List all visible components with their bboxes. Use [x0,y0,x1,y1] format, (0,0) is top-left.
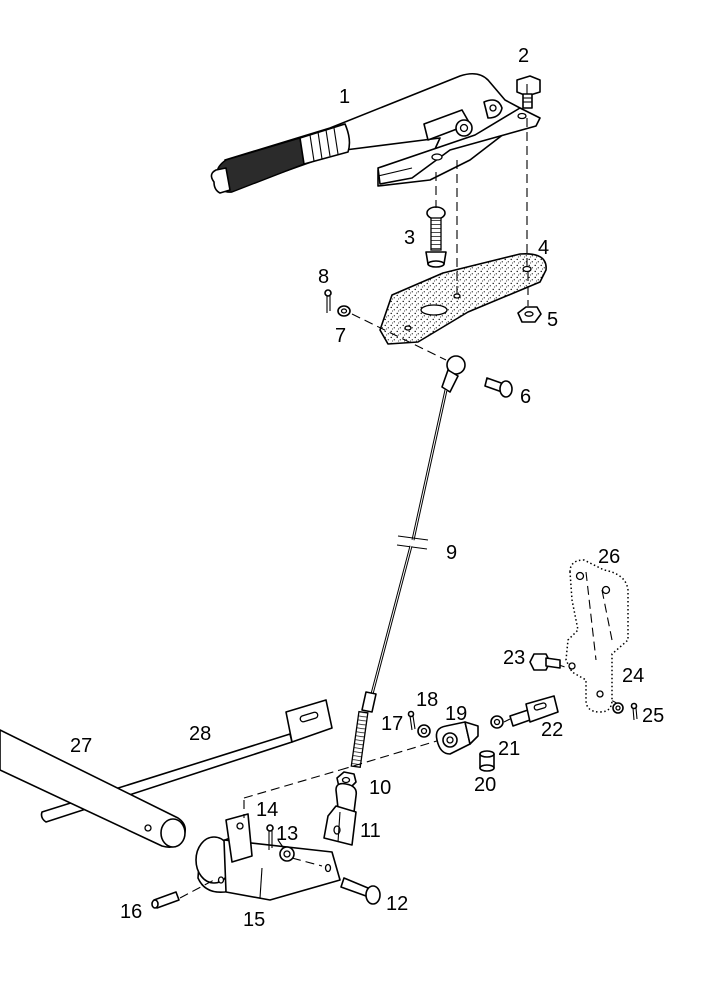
bracket-26 [565,559,629,713]
cotter-pin-8 [324,289,332,313]
washer-7 [337,305,351,317]
hand-lever [210,72,541,194]
pin-6 [484,377,513,398]
pin-16 [151,891,180,909]
washer-18 [417,724,431,738]
label-4: 4 [538,237,549,259]
label-10: 10 [369,777,391,799]
label-15: 15 [243,909,265,931]
relay-lever-15 [195,813,341,901]
label-9: 9 [446,542,457,564]
washer-13 [279,846,295,862]
label-19: 19 [445,703,467,725]
pin-12 [340,877,381,905]
label-22: 22 [541,719,563,741]
label-18: 18 [416,689,438,711]
label-17: 17 [381,713,403,735]
part-labels: 1 2 3 4 5 6 7 8 9 10 11 12 13 14 15 16 1… [70,45,664,931]
label-27: 27 [70,735,92,757]
label-14: 14 [256,799,278,821]
mounting-plate-4 [379,253,547,345]
screw-3 [425,206,447,268]
label-2: 2 [518,45,529,67]
label-20: 20 [474,774,496,796]
pin-20 [479,750,495,772]
clevis-19 [435,721,479,755]
bolt-23 [529,653,561,671]
nut-5 [517,306,542,323]
assembly-lines-top [351,118,529,361]
label-11: 11 [360,820,381,842]
clip-25 [630,702,638,721]
label-6: 6 [520,386,531,408]
label-25: 25 [642,705,664,727]
label-23: 23 [503,647,525,669]
washer-21 [490,715,504,729]
label-3: 3 [404,227,415,249]
washer-24 [612,702,624,714]
label-16: 16 [120,901,142,923]
label-8: 8 [318,266,329,288]
brake-cable-9 [350,355,466,769]
label-24: 24 [622,665,644,687]
label-7: 7 [335,325,346,347]
bolt-2 [516,75,541,109]
cotter-pin-14 [266,824,274,850]
adjuster-22 [509,695,559,727]
cotter-pin-17 [407,710,416,731]
label-12: 12 [386,893,408,915]
label-13: 13 [276,823,298,845]
label-5: 5 [547,309,558,331]
label-21: 21 [498,738,520,760]
label-1: 1 [339,86,350,108]
label-26: 26 [598,546,620,568]
label-28: 28 [189,723,211,745]
cross-shaft-27 [0,729,186,848]
clevis-11 [323,782,358,846]
